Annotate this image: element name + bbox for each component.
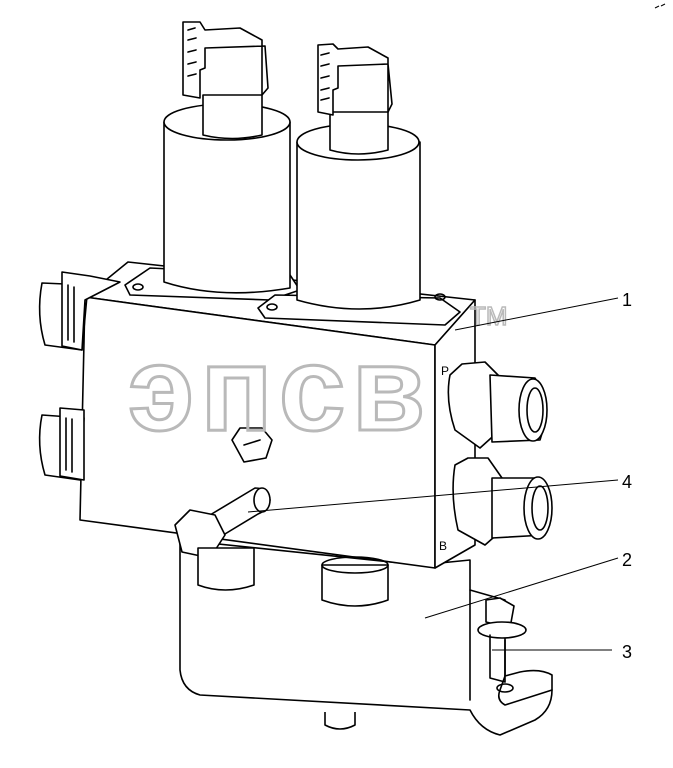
port-mark-upper: P [441, 364, 449, 378]
callout-4: 4 [622, 472, 632, 492]
right-fittings [447, 361, 553, 546]
corner-mark [654, 3, 666, 9]
leader-line-2 [424, 557, 619, 619]
watermark-trademark: TM [470, 301, 508, 331]
left-fittings [38, 271, 121, 481]
solenoid-left [163, 21, 291, 294]
leader-lines [247, 297, 619, 651]
diagonal-bolt [174, 487, 271, 559]
bracket-bolt [477, 597, 527, 683]
watermark-text: эпсв [128, 322, 431, 456]
callout-2: 2 [622, 550, 632, 570]
bottom-plugs [197, 547, 389, 607]
callout-3: 3 [622, 642, 632, 662]
mounting-bracket [179, 539, 553, 736]
solenoid-right [296, 43, 421, 310]
port-mark-lower: B [439, 539, 447, 553]
watermark: эпсв TM [127, 300, 509, 457]
callout-1: 1 [622, 290, 632, 310]
leader-line-1 [454, 297, 619, 331]
leader-line-4 [247, 479, 619, 513]
front-bolt [231, 427, 273, 463]
